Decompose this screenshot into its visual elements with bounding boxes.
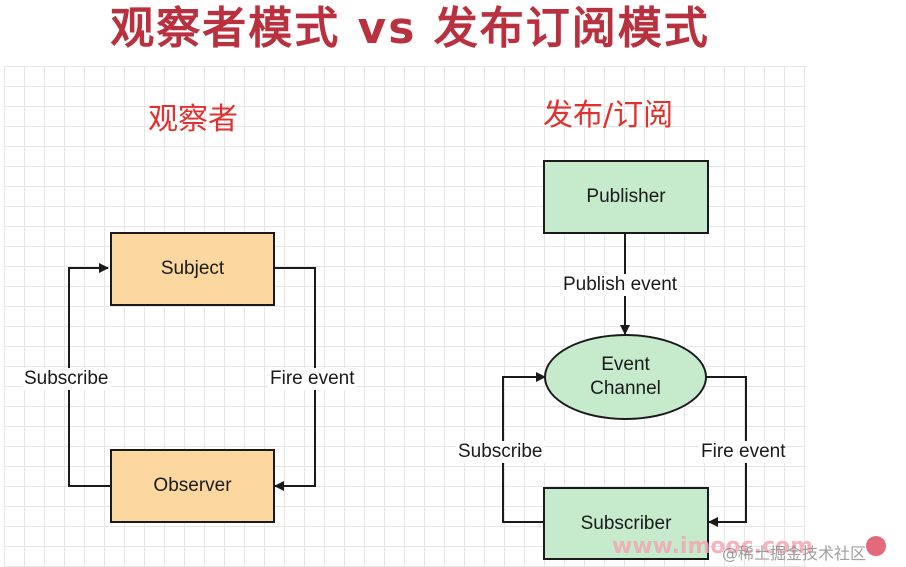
- publisher-node: Publisher: [543, 160, 709, 234]
- pubsub-fire-event-label: Fire event: [699, 441, 788, 463]
- event-channel-label-line2: Channel: [590, 378, 661, 399]
- observer-subscribe-label: Subscribe: [22, 368, 111, 390]
- subscriber-node-label: Subscriber: [580, 512, 672, 534]
- subscriber-node: Subscriber: [543, 487, 709, 560]
- subject-node: Subject: [110, 232, 275, 306]
- observer-node-label: Observer: [153, 475, 232, 496]
- subject-node-label: Subject: [160, 258, 225, 279]
- page-title: 观察者模式 vs 发布订阅模式: [110, 3, 710, 54]
- event-channel-node: Event Channel: [544, 334, 707, 420]
- diagram-canvas: [4, 66, 806, 567]
- watermark-badge-icon: [866, 536, 886, 556]
- observer-section-title: 观察者: [148, 102, 238, 137]
- pubsub-section-title: 发布/订阅: [543, 98, 674, 133]
- observer-fire-event-label: Fire event: [268, 368, 357, 390]
- event-channel-label-line1: Event: [601, 354, 650, 375]
- observer-node: Observer: [110, 449, 275, 523]
- pubsub-subscribe-label: Subscribe: [456, 441, 545, 463]
- publisher-node-label: Publisher: [586, 186, 666, 207]
- community-watermark: @稀土掘金技术社区: [722, 544, 867, 563]
- site-watermark: www.imooc.com: [612, 534, 814, 559]
- publish-event-label: Publish event: [561, 274, 680, 296]
